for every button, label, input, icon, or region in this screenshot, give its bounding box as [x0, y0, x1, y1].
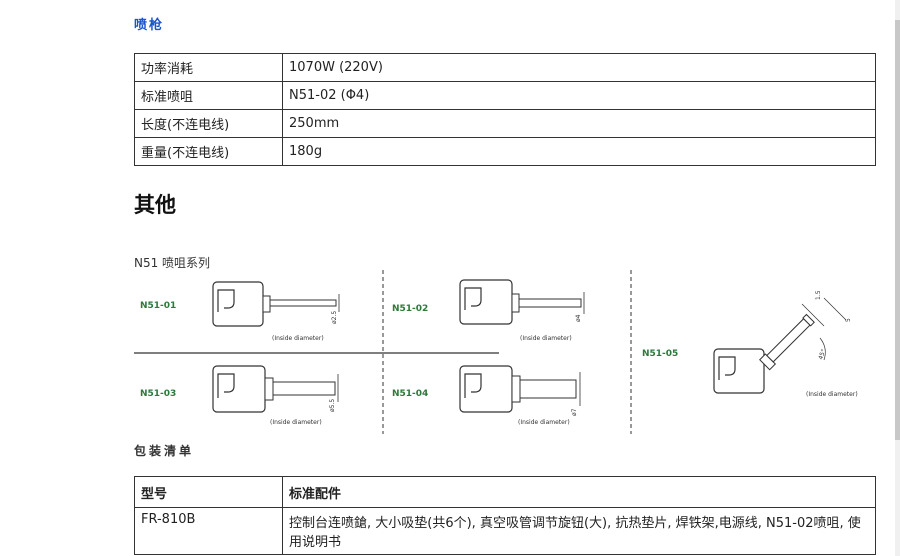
- nozzle-n51-05: N51-05 1.5 5 45° (Inside diameter): [642, 290, 858, 398]
- svg-text:1.5: 1.5: [815, 290, 822, 300]
- spec-value: 1070W (220V): [282, 53, 876, 82]
- svg-text:(Inside diameter): (Inside diameter): [518, 419, 570, 426]
- table-row: 重量(不连电线) 180g: [134, 137, 876, 166]
- spec-table: 功率消耗 1070W (220V) 标准喷咀 N51-02 (Φ4) 长度(不连…: [134, 53, 876, 166]
- model-cell: FR-810B: [134, 507, 283, 555]
- nozzle-label: N51-03: [140, 389, 176, 399]
- svg-text:(Inside diameter): (Inside diameter): [270, 419, 322, 426]
- nozzle-label: N51-04: [392, 389, 428, 399]
- svg-text:(Inside diameter): (Inside diameter): [806, 391, 858, 398]
- table-row: 功率消耗 1070W (220V): [134, 53, 876, 82]
- packing-title: 包装清单: [134, 444, 195, 458]
- nozzle-label: N51-05: [642, 349, 678, 359]
- svg-text:5: 5: [845, 318, 852, 322]
- svg-text:(Inside diameter): (Inside diameter): [272, 335, 324, 342]
- accessories-cell: 控制台连喷鎗, 大小吸垫(共6个), 真空吸管调节旋钮(大), 抗热垫片, 焊铁…: [282, 507, 876, 555]
- nozzle-n51-04: N51-04 ø7 (Inside diameter): [392, 365, 581, 426]
- packing-table: 型号 标准配件 FR-810B 控制台连喷鎗, 大小吸垫(共6个), 真空吸管调…: [134, 476, 876, 555]
- svg-text:ø2.5: ø2.5: [331, 311, 338, 324]
- nozzle-label: N51-01: [140, 301, 176, 311]
- spec-value: 250mm: [282, 109, 876, 138]
- table-header-row: 型号 标准配件: [134, 476, 876, 508]
- nozzle-n51-02: N51-02 ø4 (Inside diameter): [392, 279, 585, 342]
- nozzle-n51-03: N51-03 ø5.5 (Inside diameter): [140, 365, 339, 426]
- other-heading: 其他: [134, 193, 176, 217]
- nozzle-diagram: N51-01 ø2.5 (Inside diameter) N51-02 ø4 …: [134, 270, 858, 434]
- svg-text:ø5.5: ø5.5: [329, 399, 336, 412]
- nozzle-n51-01: N51-01 ø2.5 (Inside diameter): [140, 281, 340, 342]
- nozzle-label: N51-02: [392, 304, 428, 314]
- svg-text:45°: 45°: [817, 348, 827, 360]
- spec-value: N51-02 (Φ4): [282, 81, 876, 110]
- svg-text:ø7: ø7: [571, 408, 578, 416]
- spec-label: 功率消耗: [134, 53, 283, 82]
- table-row: 长度(不连电线) 250mm: [134, 109, 876, 138]
- spec-label: 标准喷咀: [134, 81, 283, 110]
- svg-text:ø4: ø4: [575, 314, 582, 322]
- column-header-model: 型号: [134, 476, 283, 508]
- section-title: 喷枪: [134, 18, 165, 33]
- page-scrollbar[interactable]: [895, 0, 900, 556]
- column-header-accessories: 标准配件: [282, 476, 876, 508]
- figure-caption: N51 喷咀系列: [134, 256, 211, 270]
- svg-text:(Inside diameter): (Inside diameter): [520, 335, 572, 342]
- spec-label: 长度(不连电线): [134, 109, 283, 138]
- table-row: 标准喷咀 N51-02 (Φ4): [134, 81, 876, 110]
- table-row: FR-810B 控制台连喷鎗, 大小吸垫(共6个), 真空吸管调节旋钮(大), …: [134, 507, 876, 555]
- scrollbar-thumb[interactable]: [895, 20, 900, 440]
- spec-label: 重量(不连电线): [134, 137, 283, 166]
- spec-value: 180g: [282, 137, 876, 166]
